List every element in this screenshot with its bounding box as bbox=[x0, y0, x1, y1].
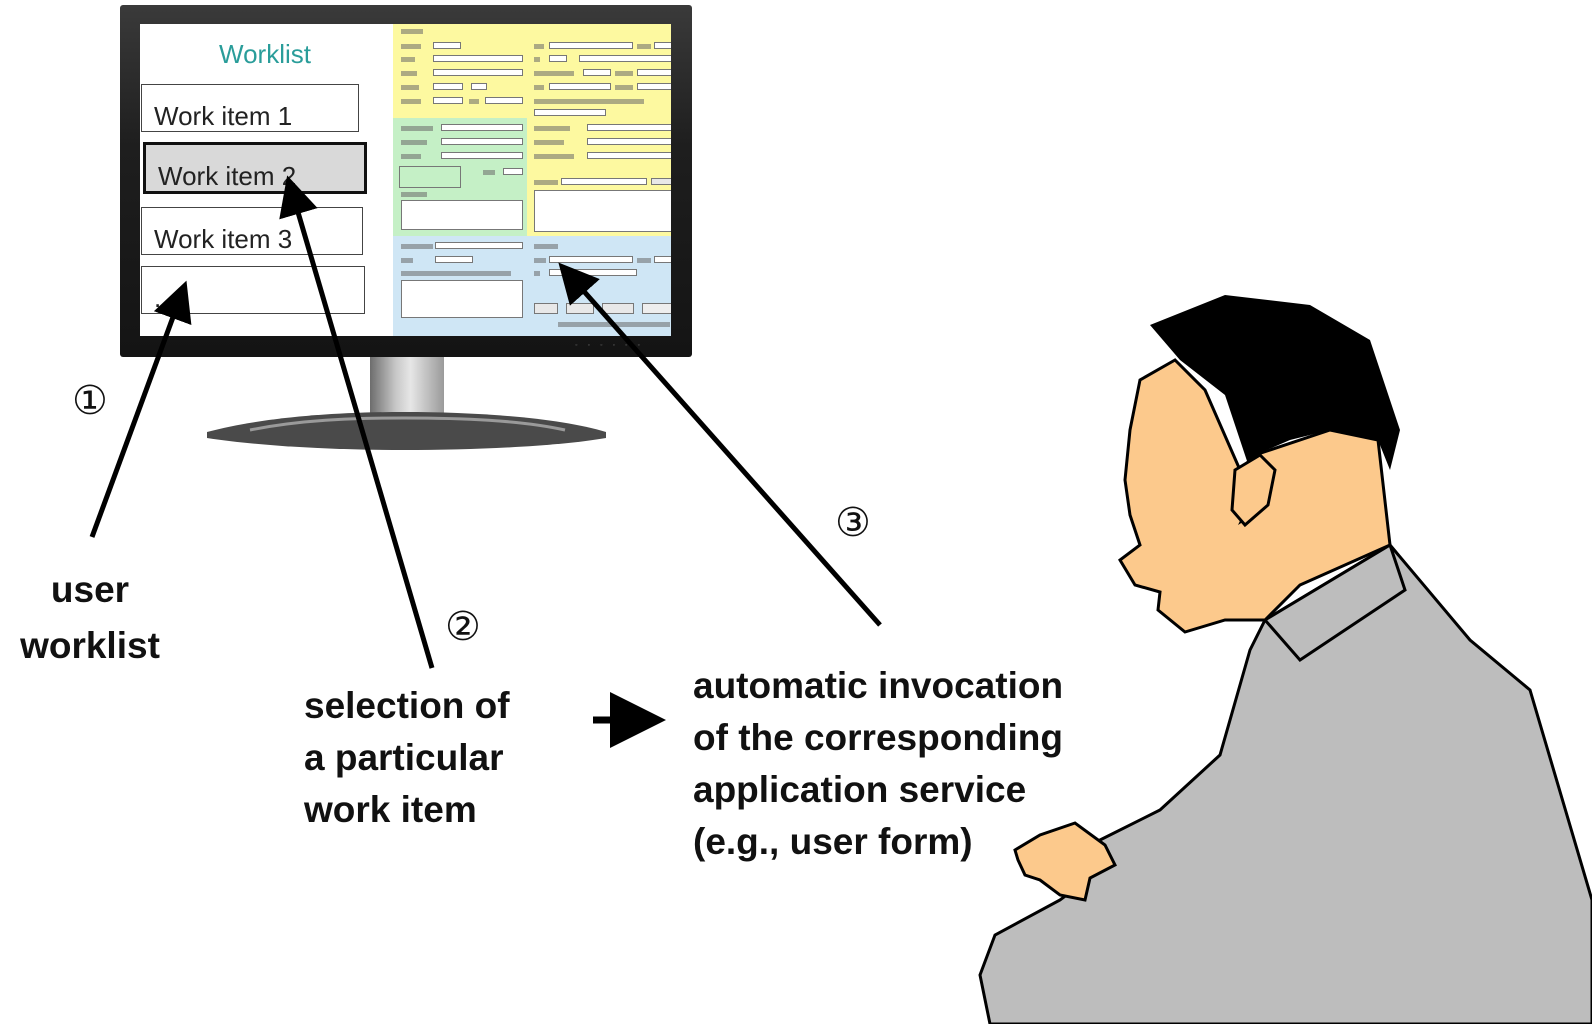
label-line: application service bbox=[693, 769, 1027, 810]
arrow-1 bbox=[89, 280, 192, 538]
step-1-number: ① bbox=[72, 378, 108, 424]
person-shirt bbox=[978, 543, 1592, 1024]
step-3-number: ③ bbox=[835, 500, 871, 546]
label-line: selection of bbox=[304, 685, 510, 726]
person-collar bbox=[1262, 542, 1407, 662]
step-2-number: ② bbox=[445, 604, 481, 650]
label-line: of the corresponding bbox=[693, 717, 1063, 758]
monitor-control-buttons: ◦◦◦◦◦◦ bbox=[575, 342, 650, 349]
label-line: work item bbox=[304, 789, 477, 830]
monitor-screen: Worklist Work item 1 Work item 2 Work it… bbox=[140, 24, 671, 336]
work-item-label: Work item 2 bbox=[158, 161, 297, 191]
label-line: worklist bbox=[20, 625, 160, 666]
arrow-3 bbox=[558, 262, 882, 627]
person-hair bbox=[1150, 295, 1400, 525]
step-3-label: automatic invocation of the correspondin… bbox=[693, 660, 1063, 868]
label-line: user bbox=[50, 569, 130, 610]
person-ear bbox=[1230, 453, 1277, 528]
work-item-1[interactable]: Work item 1 bbox=[141, 84, 359, 132]
work-item-label: Work item 1 bbox=[154, 101, 293, 131]
work-item-3[interactable]: Work item 3 bbox=[141, 207, 363, 255]
person-hand bbox=[1013, 821, 1118, 902]
label-line: a particular bbox=[304, 737, 504, 778]
work-item-2-selected[interactable]: Work item 2 bbox=[143, 142, 367, 194]
monitor-stand-highlight bbox=[249, 416, 566, 432]
step-2-label: selection of a particular work item bbox=[304, 680, 510, 836]
worklist-title: Worklist bbox=[219, 39, 311, 69]
work-item-label: Work item 3 bbox=[154, 224, 293, 254]
user-form-preview bbox=[393, 24, 671, 336]
step-1-label: user worklist bbox=[15, 562, 165, 674]
arrow-2 bbox=[279, 175, 435, 669]
label-line: automatic invocation bbox=[693, 665, 1064, 706]
label-line: (e.g., user form) bbox=[693, 821, 973, 862]
